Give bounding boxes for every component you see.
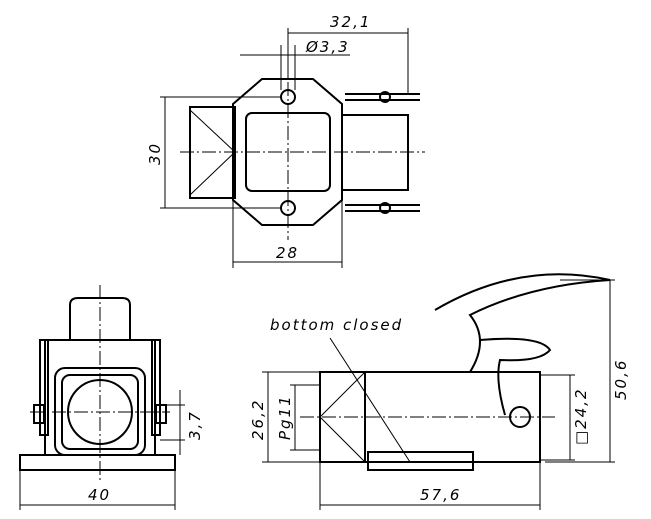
- dim-height-label: 26,2: [249, 399, 267, 440]
- note-bottom-closed: bottom closed: [270, 316, 403, 334]
- dim-line: [540, 374, 575, 461]
- leader-line: [329, 337, 411, 463]
- dim-offset-label: 3,7: [186, 410, 204, 440]
- hinge-pin: [379, 91, 391, 103]
- hinge-brackets: [345, 93, 420, 212]
- dim-line: [287, 28, 409, 95]
- dim-length-label: 57,6: [420, 486, 461, 504]
- base-plate: [19, 454, 176, 471]
- front-view: 3,7 40: [19, 285, 204, 510]
- dim-width-label: 40: [88, 486, 111, 504]
- locking-lever: [434, 273, 611, 373]
- dim-line: [160, 390, 185, 455]
- dim-line: [240, 45, 350, 90]
- dim-line: [290, 384, 320, 451]
- top-view: 32,1 Ø3,3 30 28: [146, 13, 425, 268]
- side-view: bottom closed 26,2 Pg11 □24,2 50,6 57,6: [249, 273, 630, 510]
- dim-line: [545, 279, 615, 463]
- dim-flange-label: 28: [276, 244, 299, 262]
- dim-line: [262, 371, 320, 463]
- dim-line: [319, 462, 541, 510]
- dim-line: [160, 96, 280, 209]
- dim-line: [19, 470, 176, 510]
- thread-label: Pg11: [276, 394, 294, 440]
- dim-height-label: 30: [146, 142, 164, 165]
- dim-total-height-label: 50,6: [612, 359, 630, 400]
- lever-hook: [479, 337, 552, 416]
- dim-hole-label: Ø3,3: [305, 38, 350, 56]
- dim-square-label: □24,2: [572, 387, 590, 445]
- dim-line: [232, 200, 343, 268]
- base-plate: [367, 451, 474, 471]
- dim-width-label: 32,1: [330, 13, 371, 31]
- hinge-pin: [379, 202, 391, 214]
- entry-cross: [319, 371, 366, 463]
